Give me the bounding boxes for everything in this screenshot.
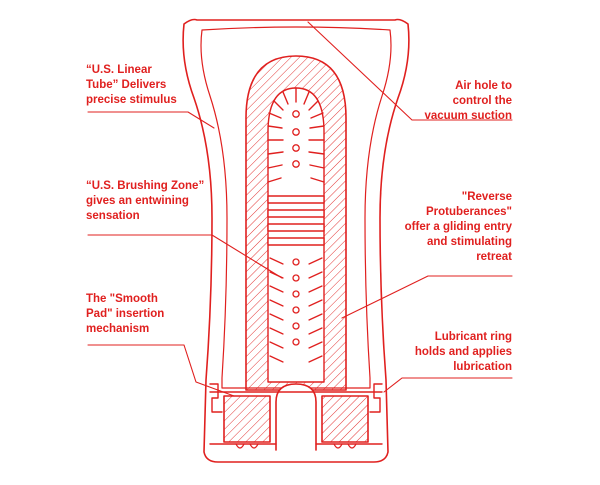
upper-bumps <box>292 110 300 168</box>
leader-brushing-zone <box>87 234 283 279</box>
callout-smooth-pad: The "Smooth Pad" insertion mechanism <box>86 293 165 335</box>
callout-linear-tube: “U.S. Linear Tube” Delivers precise stim… <box>86 64 177 106</box>
inner-casing <box>200 26 392 389</box>
leader-reverse <box>341 275 513 319</box>
leader-lubricant <box>383 377 513 393</box>
leader-linear-tube <box>87 111 215 129</box>
lower-bumps <box>292 258 300 346</box>
base-plate <box>223 395 271 443</box>
base-feet <box>235 443 357 449</box>
callout-brushing-zone: “U.S. Brushing Zone” gives an entwining … <box>86 180 205 222</box>
lubricant-ring-left <box>209 383 223 413</box>
inner-channel <box>267 87 325 383</box>
brushing-zone-ribs <box>267 87 325 183</box>
callout-lubricant-ring: Lubricant ring holds and applies lubrica… <box>414 331 512 373</box>
leader-smooth-pad <box>87 344 235 397</box>
smooth-pad-opening <box>275 383 317 451</box>
callout-reverse-protuberances: "Reverse Protuberances" offer a gliding … <box>404 191 512 263</box>
callout-air-hole: Air hole to control the vacuum suction <box>424 80 512 122</box>
leader-lines <box>87 21 513 397</box>
leader-air-hole <box>307 21 513 121</box>
linear-tube-rings <box>267 195 325 246</box>
lubricant-ring-right <box>369 383 383 413</box>
outer-casing <box>182 18 410 463</box>
base-plate-right <box>321 395 369 443</box>
